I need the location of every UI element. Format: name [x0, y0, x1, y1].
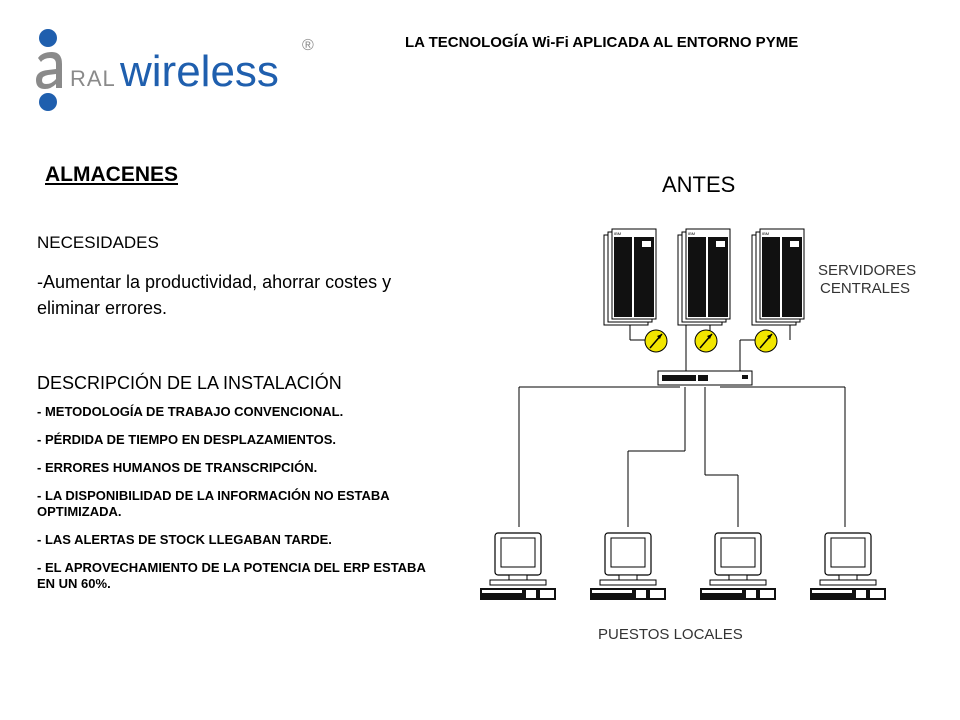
- network-cables: [518, 313, 846, 527]
- logo-letter-a: [36, 52, 62, 89]
- description-item: - METODOLOGÍA DE TRABAJO CONVENCIONAL.: [37, 404, 344, 419]
- description-list: - METODOLOGÍA DE TRABAJO CONVENCIONAL. -…: [37, 404, 427, 604]
- logo-ral-text: RAL: [70, 66, 116, 91]
- servers-label-line1: SERVIDORES: [818, 262, 916, 279]
- server-icon: [751, 228, 805, 326]
- description-item: - LAS ALERTAS DE STOCK LLEGABAN TARDE.: [37, 532, 332, 547]
- description-item: - PÉRDIDA DE TIEMPO EN DESPLAZAMIENTOS.: [37, 432, 337, 447]
- hub-icon: [694, 329, 718, 353]
- network-switch-icon: [657, 370, 753, 386]
- description-item: - EL APROVECHAMIENTO DE LA POTENCIA DEL …: [37, 560, 426, 591]
- aralwireless-logo: RAL wireless ®: [36, 29, 314, 111]
- needs-text: -Aumentar la productividad, ahorrar cost…: [37, 272, 392, 318]
- server-icon: [603, 228, 657, 326]
- workstation-icon: [589, 532, 667, 601]
- logo-dot-top: [39, 29, 57, 47]
- needs-heading: NECESIDADES: [37, 233, 159, 252]
- workstation-icon: [479, 532, 557, 601]
- description-item: - LA DISPONIBILIDAD DE LA INFORMACIÓN NO…: [37, 488, 390, 519]
- hub-icon: [644, 329, 668, 353]
- workstation-icon: [699, 532, 777, 601]
- logo-wireless-text: wireless: [119, 47, 279, 96]
- diagram-title: ANTES: [662, 172, 736, 197]
- server-icon: [677, 228, 731, 326]
- description-heading: DESCRIPCIÓN DE LA INSTALACIÓN: [37, 373, 342, 393]
- hub-icon: [754, 329, 778, 353]
- network-diagram: IBM: [479, 228, 916, 643]
- workstation-icon: [809, 532, 887, 601]
- section-title: ALMACENES: [45, 163, 179, 186]
- logo-registered-mark: ®: [302, 37, 314, 54]
- header-title: LA TECNOLOGÍA Wi-Fi APLICADA AL ENTORNO …: [405, 34, 799, 51]
- servers-label-line2: CENTRALES: [820, 280, 910, 297]
- description-item: - ERRORES HUMANOS DE TRANSCRIPCIÓN.: [37, 460, 318, 475]
- logo-dot-bottom: [39, 93, 57, 111]
- workstations-label: PUESTOS LOCALES: [598, 626, 743, 643]
